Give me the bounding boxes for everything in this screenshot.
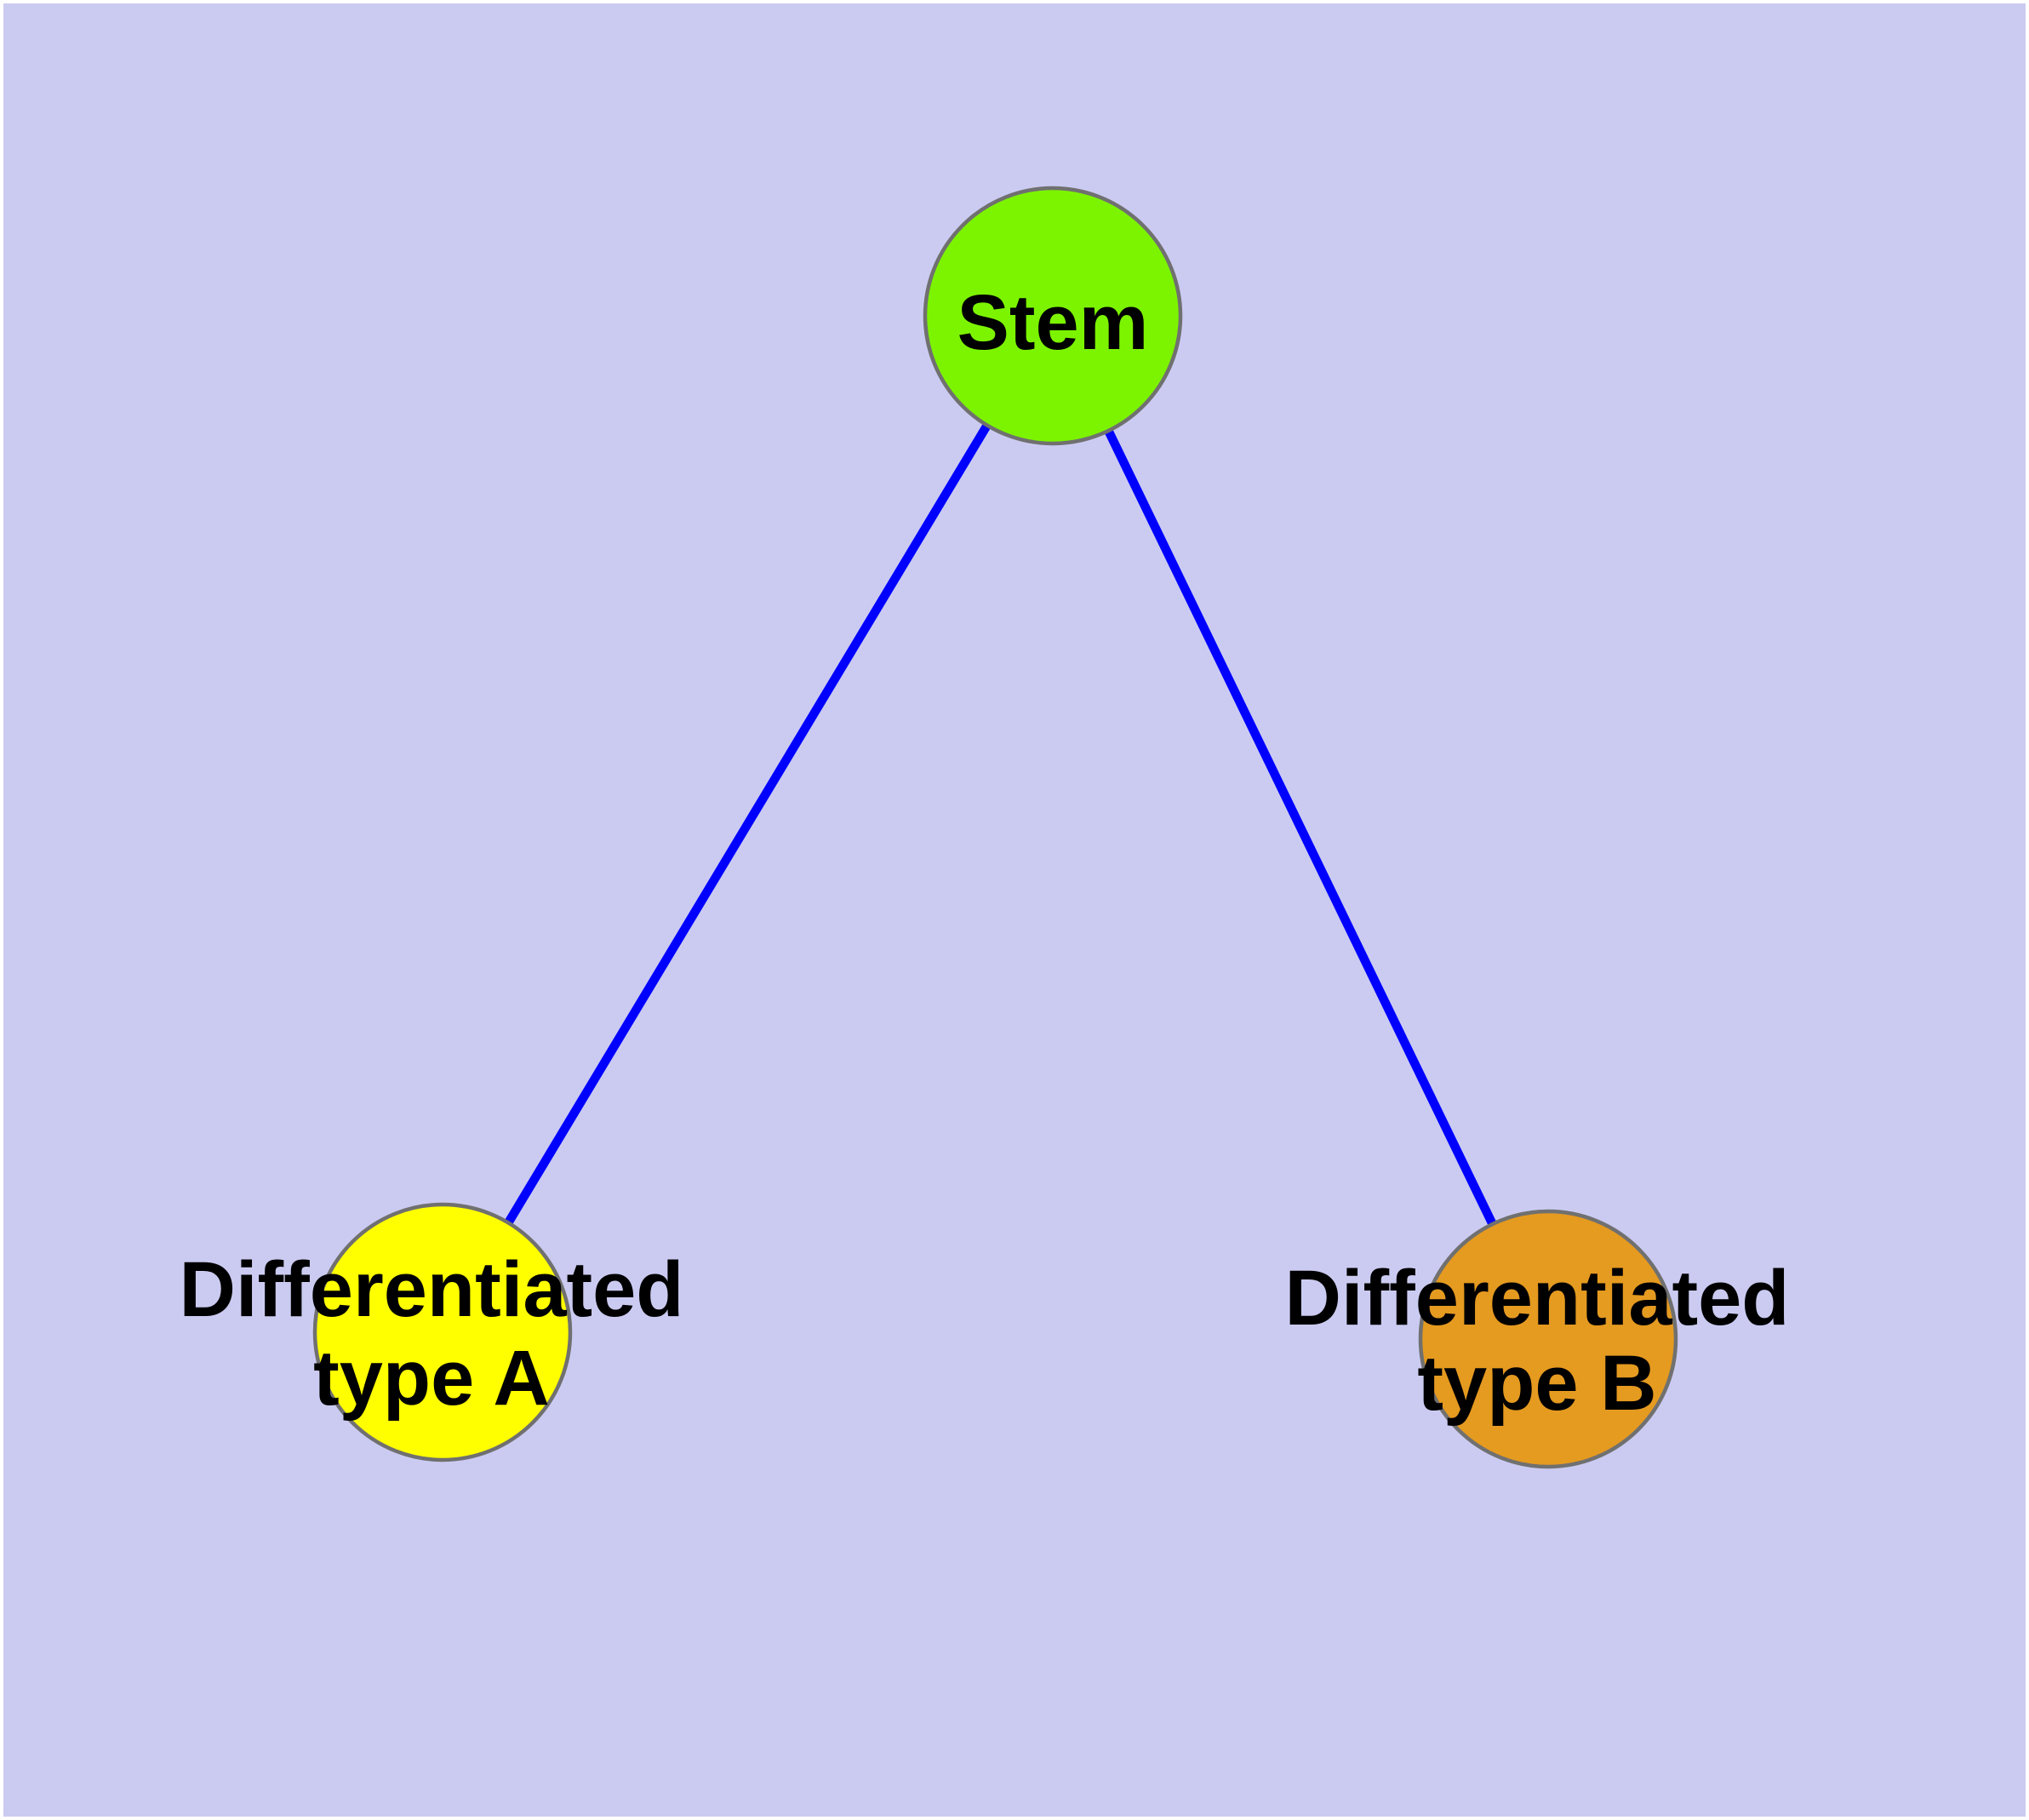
node-typeA-label-line: Differentiated [180,1246,684,1333]
node-typeB-label-line: type B [1417,1340,1656,1427]
node-typeB-circle [1418,1209,1678,1469]
edges-layer [438,313,1552,1342]
node-typeA-label-line: type A [313,1335,550,1422]
node-typeA-circle [312,1202,573,1462]
nodes-layer [312,186,1678,1469]
node-stem-label: Stem [957,279,1149,366]
node-typeB-label-line: Differentiated [1285,1255,1790,1342]
node-stem-circle [923,186,1183,446]
node-stem-label-line: Stem [957,279,1149,366]
edge-stem-typeB [1049,313,1552,1342]
edge-stem-typeA [438,313,1057,1335]
